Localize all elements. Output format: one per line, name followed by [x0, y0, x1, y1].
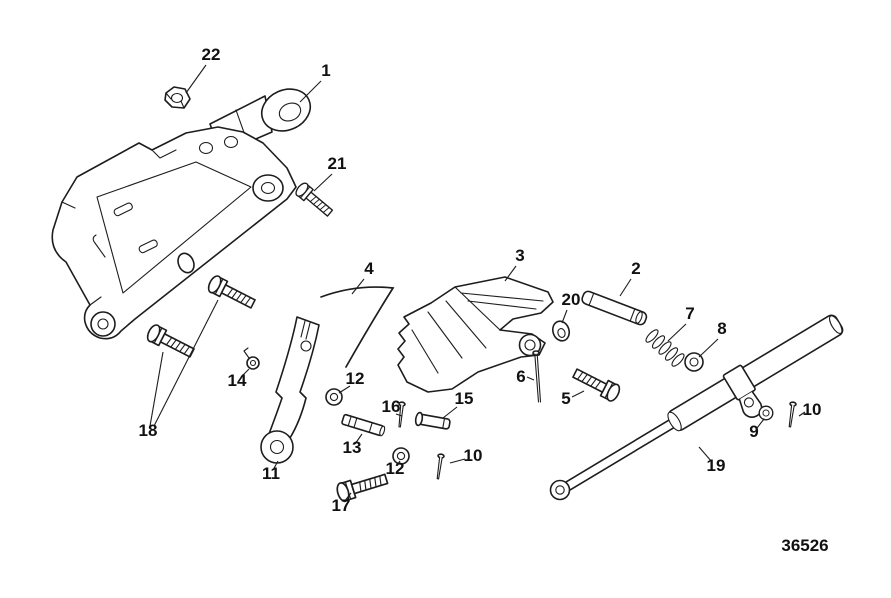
part-2-pivot-pin: [581, 290, 648, 326]
leader-line-1: [299, 80, 322, 103]
diagram-line-art: [51, 86, 844, 504]
part-3-shift-plate: [397, 276, 554, 393]
part-callout-9: 9: [749, 422, 758, 441]
part-11-lever: [260, 316, 320, 464]
part-callout-12: 12: [386, 459, 405, 478]
part-4-wire-link: [320, 286, 395, 368]
leader-line-13: [354, 433, 363, 445]
part-callout-8: 8: [717, 319, 726, 338]
part-9-washer: [758, 405, 774, 421]
part-callout-16: 16: [382, 397, 401, 416]
part-callout-2: 2: [631, 259, 640, 278]
part-19-shift-rail: [549, 314, 844, 501]
leader-line-19: [698, 446, 713, 463]
leader-line-22: [185, 64, 207, 94]
leader-line-3: [504, 265, 517, 282]
part-callout-15: 15: [455, 389, 474, 408]
leader-line-18: [153, 299, 219, 427]
part-callout-14: 14: [228, 371, 247, 390]
part-callout-20: 20: [562, 290, 581, 309]
part-callout-11: 11: [262, 464, 280, 483]
part-callout-4: 4: [364, 259, 374, 278]
leader-line-17: [343, 492, 352, 503]
leader-line-15: [442, 406, 458, 419]
leader-line-21: [313, 173, 333, 192]
leader-line-14: [240, 368, 250, 378]
leader-line-7: [667, 323, 687, 342]
part-callout-19: 19: [707, 456, 726, 475]
part-1-shift-bracket: [51, 88, 312, 340]
part-callout-10: 10: [464, 446, 483, 465]
part-20-bushing: [551, 320, 571, 342]
leader-line-4: [351, 278, 365, 295]
part-callout-13: 13: [343, 438, 362, 457]
leader-line-18: [149, 351, 164, 427]
leader-line-10: [798, 411, 806, 417]
leader-line-2: [619, 278, 632, 297]
leader-line-5: [571, 390, 585, 398]
part-callout-1: 1: [321, 61, 330, 80]
leader-line-12: [396, 460, 401, 466]
part-6-cotter-pin: [532, 350, 542, 403]
part-12-washer-upper: [325, 388, 343, 406]
part-15-clevis-pin: [414, 411, 451, 430]
leader-line-9: [756, 418, 765, 429]
part-22-nut: [164, 86, 191, 109]
leader-line-16: [395, 413, 403, 417]
part-7-spring: [645, 329, 685, 367]
part-callout-18: 18: [139, 421, 158, 440]
part-8-washer: [684, 352, 704, 372]
leader-line-6: [526, 376, 535, 381]
leader-line-12: [338, 385, 351, 394]
part-callout-22: 22: [202, 45, 221, 64]
part-callout-17: 17: [332, 496, 351, 515]
leader-line-10: [449, 458, 466, 464]
part-10-pin-middle: [434, 452, 446, 480]
part-14-clip: [243, 347, 260, 370]
part-21-bolt: [293, 180, 336, 220]
part-callout-6: 6: [516, 367, 525, 386]
leader-line-20: [561, 309, 568, 324]
part-callout-10: 10: [803, 400, 822, 419]
part-callout-21: 21: [328, 154, 347, 173]
leader-line-8: [698, 338, 719, 358]
drawing-number: 36526: [781, 536, 828, 555]
part-callout-3: 3: [515, 246, 524, 265]
callout-layer: 22 1 21 4 3 2 20 7 8 6 5 15 16 12 13 12 10 17 11 14 18 19 9 10: [139, 45, 822, 515]
leader-line-11: [272, 460, 279, 471]
part-13-stud: [341, 413, 386, 437]
part-5-bolt: [570, 364, 623, 404]
part-callout-5: 5: [561, 389, 570, 408]
part-callout-12: 12: [346, 369, 365, 388]
part-10-pin-right: [786, 400, 798, 428]
part-callout-7: 7: [685, 304, 694, 323]
